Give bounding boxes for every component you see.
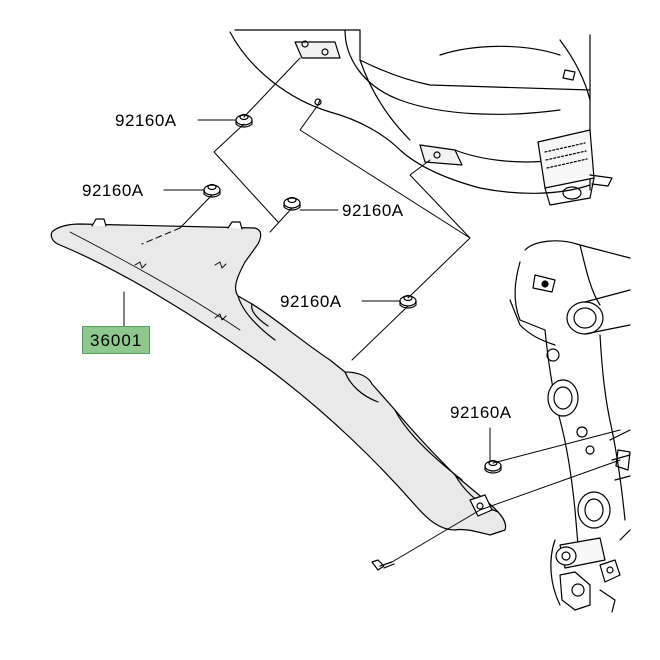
part-number-label-92160a-2[interactable]: 92160A xyxy=(82,181,144,200)
part-number-label-92160a-3[interactable]: 92160A xyxy=(342,201,404,220)
part-number-label-92160a-4[interactable]: 92160A xyxy=(280,292,342,311)
frame-structure xyxy=(509,240,631,613)
grommet-4 xyxy=(399,294,417,309)
upper-tank-assembly xyxy=(229,29,613,206)
part-number-label-92160a-1[interactable]: 92160A xyxy=(115,111,177,130)
leader-lines xyxy=(123,119,491,463)
part-number-badge-36001[interactable]: 36001 xyxy=(82,326,151,354)
lower-fairing-panel xyxy=(50,218,507,536)
part-number-label-92160a-5[interactable]: 92160A xyxy=(450,403,512,422)
grommet-5 xyxy=(484,459,502,474)
assembly-lines xyxy=(141,57,621,563)
screw xyxy=(371,559,395,571)
